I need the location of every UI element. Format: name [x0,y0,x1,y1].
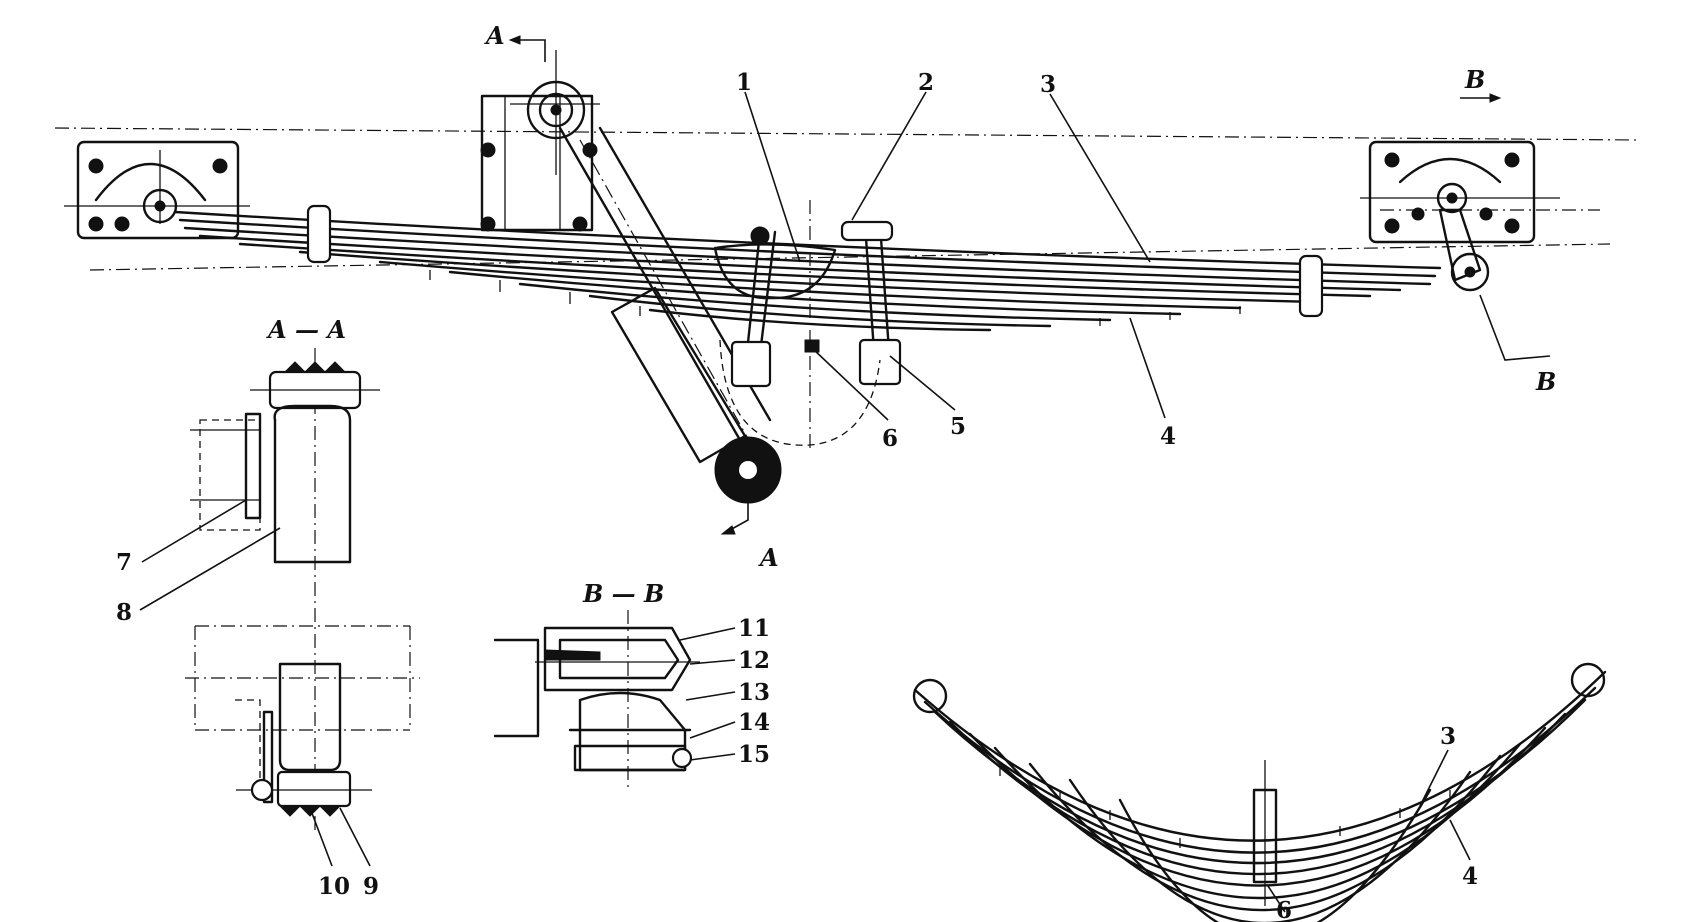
section-a-bottom-label: A [758,543,779,572]
section-a-top-label: A [484,21,505,50]
callout-14: 14 [738,709,770,736]
section-b-view: B — B 11 12 13 14 15 [493,579,770,790]
shock-absorber-upper-bracket [480,50,600,232]
section-a-view: A — A 7 8 10 9 [116,315,420,900]
spring-callout-4: 4 [1462,863,1478,890]
spring-eye-right [1570,662,1606,698]
callout-4: 4 [1160,423,1176,450]
main-assembly-view: A A B B 1 2 3 4 5 6 [54,21,1641,572]
callout-6: 6 [882,425,898,452]
callout-15: 15 [738,741,770,768]
section-b-cut-marker: B B [1460,65,1556,396]
frame-centerline-mid [89,243,1611,271]
callout-2: 2 [918,69,934,96]
callout-5: 5 [950,413,966,440]
callout-12: 12 [738,647,770,674]
callout-13: 13 [738,679,770,706]
section-b-title: B — B [582,579,664,608]
leaf-pack-main [173,210,1442,332]
callout-8: 8 [116,599,132,626]
section-b-top-label: B [1464,65,1485,94]
callout-9: 9 [363,873,379,900]
callout-10: 10 [318,873,350,900]
axle-and-u-bolts [713,200,902,450]
callout-7: 7 [116,549,132,576]
section-a-cut-marker: A A [484,21,779,572]
front-spring-bracket [64,140,250,240]
spring-callout-6: 6 [1276,897,1292,922]
shock-absorber [558,126,782,504]
rebound-clip-right [1298,254,1324,318]
callout-11: 11 [738,615,770,642]
rebound-clip-left [306,204,332,264]
section-a-title: A — A [266,315,346,344]
spring-callout-3: 3 [1440,723,1456,750]
frame-centerline-top [54,127,1641,141]
section-b-bottom-label: B [1535,367,1556,396]
rear-spring-bracket-and-shackle [1360,140,1560,292]
callout-3: 3 [1040,71,1056,98]
spring-eye-left [912,678,948,714]
callout-1: 1 [736,69,752,96]
free-leaf-spring-view: 3 4 6 [912,662,1607,922]
